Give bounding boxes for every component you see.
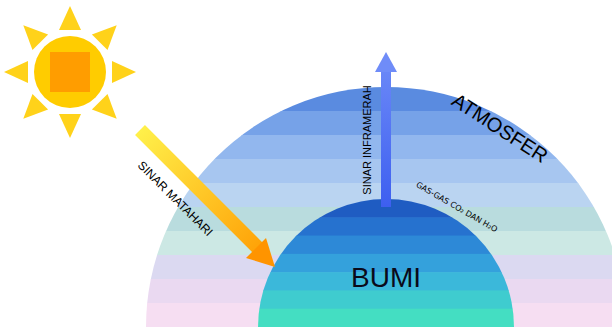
color-band [146, 87, 612, 112]
color-band [146, 111, 612, 136]
earth-label: BUMI [351, 263, 421, 294]
sun-ray [4, 61, 28, 83]
color-band [258, 290, 514, 309]
sun-rays [4, 6, 136, 138]
sun-ray [59, 6, 81, 30]
sun-ray [92, 25, 117, 50]
color-band [258, 309, 514, 327]
sun-ray [59, 114, 81, 138]
sun-core [50, 52, 90, 92]
infrared-label: SINAR INFRAMERAH [361, 85, 373, 194]
sun-ray [23, 25, 48, 50]
sun-disc [34, 36, 106, 108]
sun [4, 6, 136, 138]
sun-ray [112, 61, 136, 83]
infrared-arrow-head [375, 52, 397, 72]
sun-ray [92, 94, 117, 119]
atmosphere-region: ATMOSFERBUMI [146, 87, 612, 327]
sun-ray [23, 94, 48, 119]
color-band [258, 236, 514, 255]
